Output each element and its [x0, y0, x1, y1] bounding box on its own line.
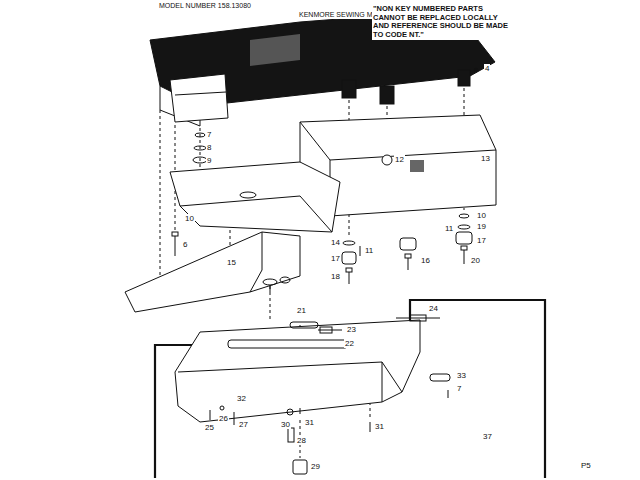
callout-number: 10	[476, 211, 487, 220]
callout-number: 22	[344, 339, 355, 348]
callout-number: 13	[480, 154, 491, 163]
callout-number: 16	[420, 256, 431, 265]
callout-number: 9	[206, 156, 212, 165]
callout-number: 15	[226, 258, 237, 267]
callout-number: 21	[296, 306, 307, 315]
callout-number: 31	[304, 418, 315, 427]
callout-number: 7	[456, 384, 462, 393]
callout-number: 30	[280, 420, 291, 429]
callout-number: 8	[206, 143, 212, 152]
callout-number: 11	[364, 246, 374, 255]
callout-number: 24	[428, 304, 439, 313]
header-text: MODEL NUMBER 158.13080	[158, 2, 252, 10]
callout-number: 20	[470, 256, 481, 265]
callout-number: 31	[374, 422, 385, 431]
callout-number: 26	[218, 414, 229, 423]
callout-number: 17	[476, 236, 487, 245]
callout-number: 37	[482, 432, 493, 441]
note-text: "NON KEY NUMBERED PARTS CANNOT BE REPLAC…	[372, 5, 516, 40]
callout-number: 6	[182, 240, 188, 249]
callout-number: 32	[236, 394, 247, 403]
callout-number: 29	[310, 462, 321, 471]
callout-number: 28	[296, 436, 307, 445]
callout-number: 14	[330, 238, 341, 247]
callout-number: 7	[206, 130, 212, 139]
callout-number: 18	[330, 272, 341, 281]
callout-number: 23	[346, 325, 357, 334]
callout-number: 17	[330, 254, 341, 263]
callout-number: P5	[580, 461, 592, 470]
callout-number: 19	[476, 222, 487, 231]
callout-number: 33	[456, 371, 467, 380]
callout-number: 4	[484, 64, 490, 73]
callout-number: 27	[238, 420, 249, 429]
callout-number: 12	[394, 155, 405, 164]
callout-number: 10	[184, 214, 195, 223]
callout-number: 11	[444, 224, 454, 233]
callout-number: 25	[204, 423, 215, 432]
